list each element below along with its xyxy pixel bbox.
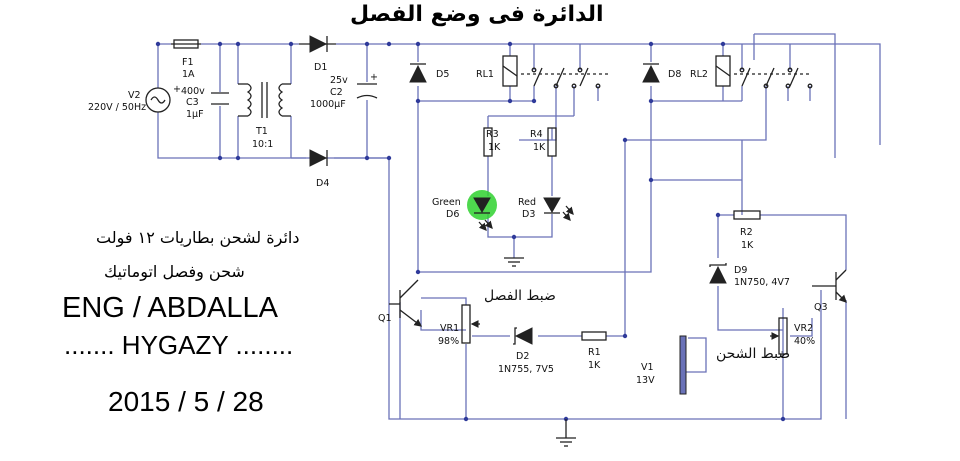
- capacitor-c3: 400v C3 1µF: [181, 86, 229, 120]
- c3-voltage: 400v: [181, 86, 205, 97]
- transistor-q3: Q3: [812, 269, 847, 313]
- diode-d1: D1: [299, 35, 336, 73]
- page-title: الدائرة فى وضع الفصل: [350, 2, 604, 27]
- resistor-r1: R1 1K: [581, 331, 607, 371]
- diode-d4: D4: [309, 149, 329, 189]
- d3-ref: D3: [522, 209, 535, 220]
- c3-value: 1µF: [186, 109, 204, 120]
- potentiometer-vr1: VR1 98%: [438, 304, 480, 347]
- rl2-ref: RL2: [690, 69, 708, 80]
- led-d6-green: Green D6: [432, 190, 497, 231]
- t1-ref: T1: [255, 126, 268, 137]
- junctions: [155, 41, 786, 422]
- d2-ref: D2: [516, 351, 529, 362]
- date-label: 2015 / 5 / 28: [108, 386, 264, 417]
- capacitor-c2: + 25v C2 1000µF: [310, 72, 378, 110]
- zener-diode-d2: D2 1N755, 7V5: [498, 327, 554, 375]
- relay-rl1: RL1: [476, 55, 610, 89]
- caption-ar-2: شحن وفصل اتوماتيك: [104, 262, 245, 281]
- svg-text:+: +: [370, 72, 378, 83]
- resistor-r2: R2 1K: [733, 210, 761, 251]
- transformer-t1: T1 10:1: [238, 82, 291, 150]
- author-line-1: ENG / ABDALLA: [62, 292, 278, 324]
- d2-value: 1N755, 7V5: [498, 364, 554, 375]
- q3-ref: Q3: [814, 302, 828, 313]
- c2-voltage: 25v: [330, 75, 348, 86]
- f1-value: 1A: [182, 69, 195, 80]
- battery-v1: V1 13V: [636, 335, 687, 395]
- d6-ref: D6: [446, 209, 459, 220]
- diode-d5: D5: [409, 63, 449, 83]
- resistor-r3: R3 1K: [483, 127, 501, 157]
- d5-ref: D5: [436, 69, 449, 80]
- relay-rl2: RL2: [690, 55, 813, 89]
- d6-color: Green: [432, 197, 461, 208]
- vr2-ref: VR2: [794, 323, 813, 334]
- c2-value: 1000µF: [310, 99, 346, 110]
- fuse-f1: F1 1A: [171, 39, 201, 80]
- d4-ref: D4: [316, 178, 329, 189]
- wires: [157, 33, 881, 420]
- c3-ref: C3: [186, 97, 199, 108]
- potentiometer-vr2: VR2 40%: [770, 317, 815, 355]
- r1-ref: R1: [588, 347, 601, 358]
- d9-value: 1N750, 4V7: [734, 277, 790, 288]
- r4-ref: R4: [530, 129, 543, 140]
- ground-symbol: [504, 257, 524, 267]
- r2-ref: R2: [740, 227, 753, 238]
- vr1-value: 98%: [438, 336, 459, 347]
- d1-ref: D1: [314, 62, 327, 73]
- r3-ref: R3: [486, 129, 499, 140]
- r1-value: 1K: [588, 360, 601, 371]
- d8-ref: D8: [668, 69, 681, 80]
- r2-value: 1K: [741, 240, 754, 251]
- vr1-ref: VR1: [440, 323, 459, 334]
- charge-adjust-label: ضبط الشحن: [716, 346, 790, 362]
- cutoff-adjust-label: ضبط الفصل: [484, 288, 556, 304]
- rl1-ref: RL1: [476, 69, 494, 80]
- diode-d8: D8: [642, 63, 681, 83]
- f1-ref: F1: [182, 57, 194, 68]
- r4-value: 1K: [533, 142, 546, 153]
- d3-color: Red: [518, 197, 536, 208]
- d9-ref: D9: [734, 265, 747, 276]
- q1-ref: Q1: [378, 313, 392, 324]
- caption-ar-1: دائرة لشحن بطاريات ١٢ فولت: [96, 228, 300, 247]
- c2-ref: C2: [330, 87, 343, 98]
- resistor-r4: R4 1K: [530, 127, 557, 157]
- t1-ratio: 10:1: [252, 139, 273, 150]
- vr2-value: 40%: [794, 336, 815, 347]
- transistor-q1: Q1: [378, 279, 423, 327]
- v1-value: 13V: [636, 375, 655, 386]
- led-d3-red: Red D3: [518, 197, 574, 221]
- v1-ref: V1: [641, 362, 654, 373]
- author-line-2: ....... HYGAZY ........: [64, 330, 294, 360]
- r3-value: 1K: [488, 142, 501, 153]
- v2-value: 220V / 50Hz: [88, 102, 146, 113]
- svg-text:+: +: [173, 84, 181, 95]
- v2-ref: V2: [128, 90, 141, 101]
- ac-source-v2: + V2 220V / 50Hz: [88, 84, 181, 113]
- ground-symbol: [556, 419, 576, 447]
- zener-diode-d9: D9 1N750, 4V7: [709, 263, 790, 288]
